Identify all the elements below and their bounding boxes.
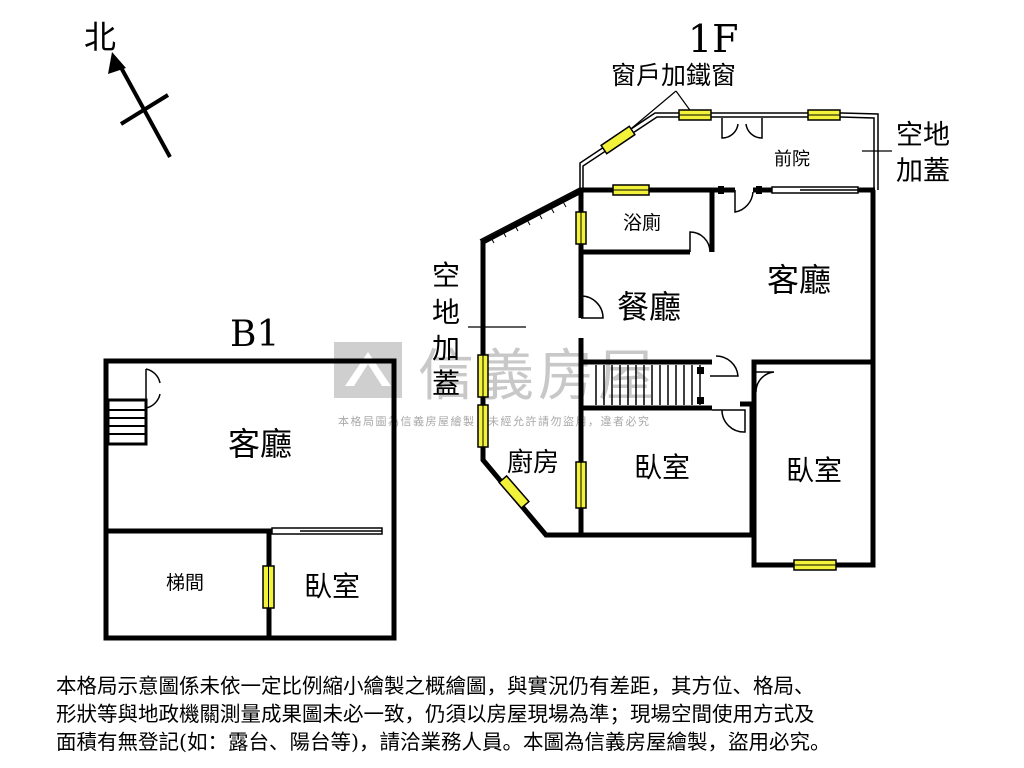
- north-label: 北: [84, 18, 116, 56]
- floor-1f: 1F 窗戶加鐵窗: [432, 17, 950, 571]
- b1-room-stair: 梯間: [166, 572, 204, 594]
- annotation-open-space-left-3: 加: [432, 332, 460, 365]
- floor-b1-title: B1: [230, 314, 279, 355]
- window-kitchen-diag: [498, 474, 530, 510]
- annotation-open-space-left-2: 地: [432, 296, 460, 329]
- 1f-doors: [580, 118, 775, 433]
- 1f-room-dining: 餐廳: [617, 288, 681, 326]
- annotation-open-space-left-4: 蓋: [432, 367, 460, 400]
- north-compass: 北: [84, 18, 172, 158]
- 1f-stair: [595, 365, 701, 405]
- window-yard-diag: [600, 125, 636, 155]
- annotation-open-space-left-1: 空: [432, 259, 460, 292]
- 1f-room-bathroom: 浴廁: [623, 211, 661, 234]
- 1f-sliding-door: [771, 186, 859, 194]
- floor-b1: B1 客廳 梯間 臥室: [103, 314, 397, 641]
- b1-sliding-door: [271, 527, 383, 535]
- annotation-open-space-top-1: 空地: [896, 120, 950, 151]
- 1f-room-living: 客廳: [767, 261, 831, 299]
- watermark: 信義房屋 本格局圖為信義房屋繪製，未經允許請勿盜用，違者必究: [334, 342, 658, 428]
- 1f-room-bedroom-1: 臥室: [634, 451, 690, 484]
- watermark-brand: 信義房屋: [418, 344, 658, 409]
- 1f-room-kitchen: 廚房: [507, 448, 559, 478]
- watermark-logo-icon: [334, 342, 402, 398]
- 1f-room-front-yard: 前院: [774, 149, 810, 170]
- b1-door: [145, 368, 161, 409]
- b1-room-living: 客廳: [228, 425, 292, 463]
- b1-stair: [106, 398, 148, 446]
- 1f-windows: [477, 109, 841, 571]
- annotation-window-bars: 窗戶加鐵窗: [611, 61, 736, 90]
- 1f-room-bedroom-2: 臥室: [786, 454, 842, 487]
- annotation-open-space-top-2: 加蓋: [896, 156, 950, 187]
- 1f-addition-outline: [479, 112, 879, 244]
- floor-1f-title: 1F: [688, 17, 739, 61]
- b1-room-bedroom: 臥室: [304, 570, 360, 603]
- watermark-notice: 本格局圖為信義房屋繪製，未經允許請勿盜用，違者必究: [338, 414, 651, 428]
- 1f-walls: [480, 187, 876, 568]
- disclaimer-text: 本格局示意圖係未依一定比例縮小繪製之概繪圖，與實況仍有差距，其方位、格局、 形狀…: [56, 674, 831, 754]
